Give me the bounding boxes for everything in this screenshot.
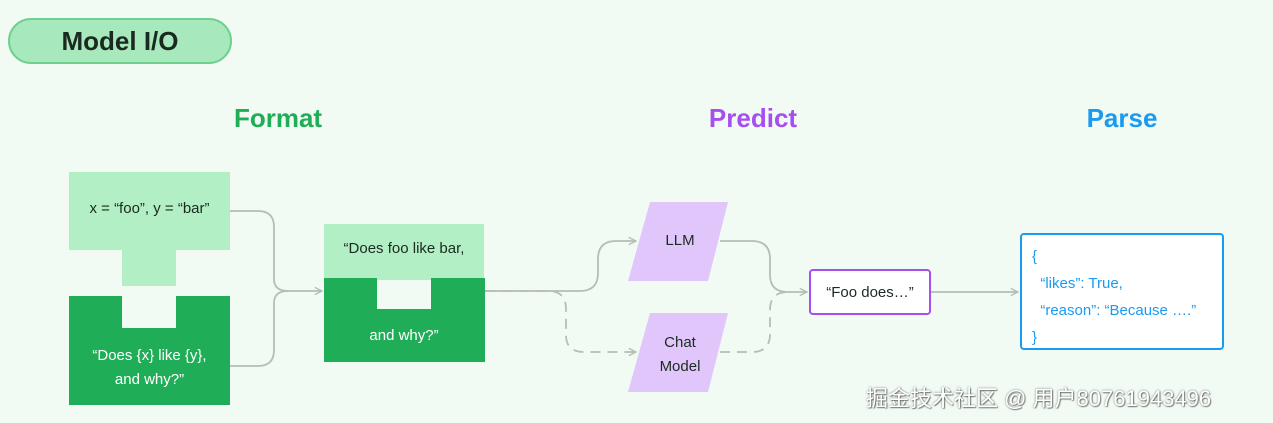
variables-text: x = “foo”, y = “bar”: [89, 200, 210, 217]
prompt-line-2: and why?”: [369, 327, 439, 344]
page-title: Model I/O: [61, 25, 179, 56]
chat-model-block: [628, 313, 728, 392]
template-text: “Does {x} like {y}, and why?”: [69, 344, 230, 392]
connectors: [230, 210, 1018, 367]
connector-chat-to-output: [720, 291, 789, 353]
json-line-1: {: [1032, 248, 1038, 265]
section-parse-label: Parse: [1086, 103, 1158, 133]
connector-template-to-prompt: [230, 290, 289, 367]
prompt-block-top: [324, 224, 484, 280]
section-predict-label: Predict: [708, 103, 798, 133]
template-line-1: “Does {x} like {y},: [92, 347, 207, 364]
title-pill: Model I/O: [8, 18, 232, 64]
json-line-4: }: [1032, 329, 1038, 346]
watermark: 掘金技术社区 @ 用户80761943496: [866, 386, 1212, 411]
prompt-line-1: “Does foo like bar,: [343, 240, 465, 257]
connector-prompt-to-llm: [485, 241, 636, 292]
chat-model-line-2: Model: [659, 358, 701, 375]
llm-output-box: “Foo does…”: [809, 269, 931, 315]
chat-model-line-1: Chat: [664, 334, 696, 351]
variables-block: [69, 172, 230, 286]
llm-label: LLM: [665, 232, 695, 249]
template-block: [69, 296, 230, 405]
json-line-2: “likes”: True,: [1032, 275, 1123, 292]
llm-block: [628, 202, 728, 281]
connector-llm-to-output: [720, 240, 807, 292]
connector-prompt-to-chat: [485, 290, 636, 352]
section-format-label: Format: [233, 103, 323, 133]
json-line-3: “reason”: “Because ….”: [1032, 302, 1197, 319]
parsed-json-box: { “likes”: True, “reason”: “Because ….” …: [1020, 233, 1224, 350]
connector-vars-to-prompt: [230, 210, 322, 291]
prompt-block-bottom: [324, 278, 485, 362]
chat-model-label: Chat Model: [640, 331, 720, 379]
llm-output-text: “Foo does…”: [826, 283, 914, 301]
template-line-2: and why?”: [114, 371, 185, 388]
